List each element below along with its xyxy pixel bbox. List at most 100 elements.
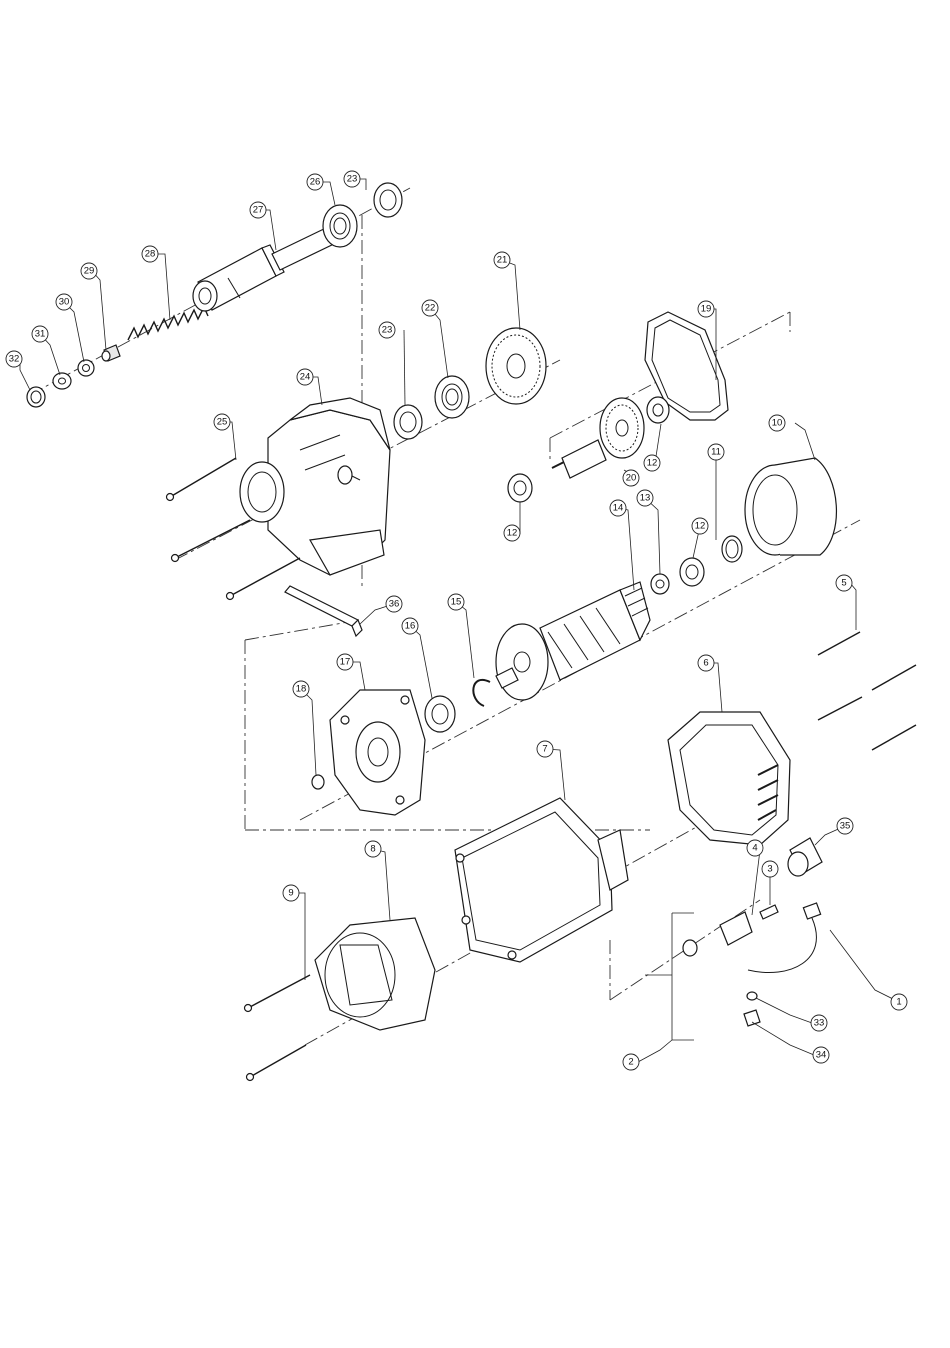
part-8-stator — [315, 918, 435, 1030]
callout-34: 34 — [813, 1047, 829, 1063]
callout-33: 33 — [811, 1015, 827, 1031]
callout-13: 13 — [637, 490, 653, 506]
callout-labels: 1234567891011121212131415161718192021222… — [6, 171, 907, 1070]
callout-number: 19 — [701, 304, 712, 315]
part-24-gear-housing — [240, 398, 390, 575]
part-27-spindle — [193, 226, 338, 311]
callout-number: 13 — [640, 493, 651, 504]
callout-16: 16 — [402, 618, 418, 634]
callout-9: 9 — [283, 885, 299, 901]
callout-number: 36 — [389, 599, 400, 610]
callout-35: 35 — [837, 818, 853, 834]
callout-26: 26 — [307, 174, 323, 190]
callout-number: 22 — [425, 303, 436, 314]
part-9-screws — [245, 975, 311, 1081]
part-1-switch — [748, 903, 821, 973]
callout-number: 30 — [59, 297, 70, 308]
callout-number: 2 — [628, 1057, 633, 1068]
part-11-ring — [722, 536, 742, 562]
part-26-bearing — [323, 205, 357, 247]
callout-12a: 12 — [644, 455, 660, 471]
callout-22: 22 — [422, 300, 438, 316]
callout-8: 8 — [365, 841, 381, 857]
callout-number: 29 — [84, 266, 95, 277]
part-3-screw — [760, 905, 778, 919]
callout-number: 34 — [816, 1050, 827, 1061]
callout-number: 10 — [772, 418, 783, 429]
part-12-bearing-lower — [680, 558, 704, 586]
callout-number: 21 — [497, 255, 508, 266]
callout-number: 35 — [840, 821, 851, 832]
callout-number: 32 — [9, 354, 20, 365]
part-4-brush-holder — [683, 912, 752, 956]
callout-29: 29 — [81, 263, 97, 279]
part-36-hex-key — [285, 586, 362, 636]
callout-31: 31 — [32, 326, 48, 342]
callout-32: 32 — [6, 351, 22, 367]
part-12-bearing-top — [647, 397, 669, 423]
callout-number: 25 — [217, 417, 228, 428]
part-18-small-ring — [312, 775, 324, 789]
callout-23b: 23 — [379, 322, 395, 338]
callout-number: 16 — [405, 621, 416, 632]
callout-number: 24 — [300, 372, 311, 383]
part-21-large-gear — [486, 328, 546, 404]
part-5-screws — [818, 632, 916, 750]
callout-14: 14 — [610, 500, 626, 516]
callout-number: 14 — [613, 503, 624, 514]
part-10-motor-cover — [745, 458, 836, 555]
callout-number: 17 — [340, 657, 351, 668]
leader-lines — [20, 179, 899, 1062]
part-7-motor-housing — [455, 798, 628, 962]
part-23-ring-middle — [394, 405, 422, 439]
part-14-armature — [496, 582, 650, 700]
callout-number: 27 — [253, 205, 264, 216]
part-30-washer — [78, 360, 94, 376]
callout-number: 31 — [35, 329, 46, 340]
callout-25: 25 — [214, 414, 230, 430]
callout-number: 33 — [814, 1018, 825, 1029]
callout-number: 26 — [310, 177, 321, 188]
callout-12c: 12 — [692, 518, 708, 534]
part-6-motor-end-cap — [668, 712, 790, 845]
callout-number: 11 — [711, 447, 721, 458]
part-29-pin — [102, 345, 120, 361]
callout-number: 28 — [145, 249, 156, 260]
callout-18: 18 — [293, 681, 309, 697]
callout-28: 28 — [142, 246, 158, 262]
callout-number: 1 — [896, 997, 901, 1008]
callout-number: 8 — [370, 844, 375, 855]
callout-10: 10 — [769, 415, 785, 431]
callout-number: 5 — [841, 578, 846, 589]
callout-15: 15 — [448, 594, 464, 610]
callout-17: 17 — [337, 654, 353, 670]
callout-2: 2 — [623, 1054, 639, 1070]
callout-30: 30 — [56, 294, 72, 310]
callout-12b: 12 — [504, 525, 520, 541]
callout-number: 6 — [703, 658, 708, 669]
callout-4: 4 — [747, 840, 763, 856]
callout-27: 27 — [250, 202, 266, 218]
callout-19: 19 — [698, 301, 714, 317]
callout-6: 6 — [698, 655, 714, 671]
part-33-washer — [747, 992, 757, 1000]
callout-7: 7 — [537, 741, 553, 757]
callout-3: 3 — [762, 861, 778, 877]
part-23-ring-top — [374, 183, 402, 217]
part-16-bearing — [425, 696, 455, 732]
callout-36: 36 — [386, 596, 402, 612]
callout-23a: 23 — [344, 171, 360, 187]
callout-number: 18 — [296, 684, 307, 695]
callout-21: 21 — [494, 252, 510, 268]
part-35-cable-gland — [788, 838, 822, 876]
callout-number: 9 — [288, 888, 293, 899]
callout-24: 24 — [297, 369, 313, 385]
callout-5: 5 — [836, 575, 852, 591]
callout-number: 3 — [767, 864, 772, 875]
callout-1: 1 — [891, 994, 907, 1010]
part-12-bearing-middle — [508, 474, 532, 502]
callout-11: 11 — [708, 444, 724, 460]
callout-number: 4 — [752, 843, 757, 854]
callout-number: 12 — [647, 458, 658, 469]
